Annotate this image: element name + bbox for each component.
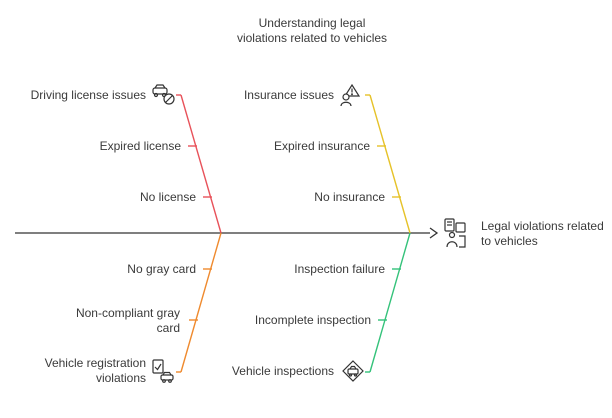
car-inspection-sign-icon bbox=[342, 360, 364, 382]
category-label-insurance: Insurance issues bbox=[243, 88, 334, 102]
bone-driving-license bbox=[180, 94, 222, 234]
cause-inspection-failure: Inspection failure bbox=[294, 262, 385, 276]
car-prohibited-icon bbox=[152, 84, 175, 105]
bone-inspection bbox=[369, 232, 411, 373]
diagram-title: Understanding legal violations related t… bbox=[236, 16, 388, 45]
registration-document-car-icon bbox=[152, 359, 174, 383]
category-label-registration: Vehicle registration violations bbox=[44, 356, 146, 385]
category-label-driving-license: Driving license issues bbox=[30, 88, 146, 102]
cause-expired-insurance: Expired insurance bbox=[273, 139, 370, 153]
spine-arrowhead bbox=[429, 227, 439, 239]
cause-expired-license: Expired license bbox=[99, 139, 181, 153]
effect-label: Legal violations related to vehicles bbox=[481, 219, 604, 248]
cause-no-gray-card: No gray card bbox=[127, 262, 196, 276]
legal-document-person-icon bbox=[444, 218, 466, 248]
bone-registration bbox=[180, 232, 222, 373]
cause-no-insurance: No insurance bbox=[314, 190, 385, 204]
cause-incomplete-inspection: Incomplete inspection bbox=[254, 313, 371, 327]
insurance-warning-person-icon bbox=[340, 83, 361, 107]
cause-no-license: No license bbox=[139, 190, 196, 204]
bone-insurance bbox=[369, 94, 411, 234]
category-label-inspection: Vehicle inspections bbox=[231, 364, 334, 378]
cause-non-compliant-gray-card: Non-compliant gray card bbox=[75, 306, 180, 335]
